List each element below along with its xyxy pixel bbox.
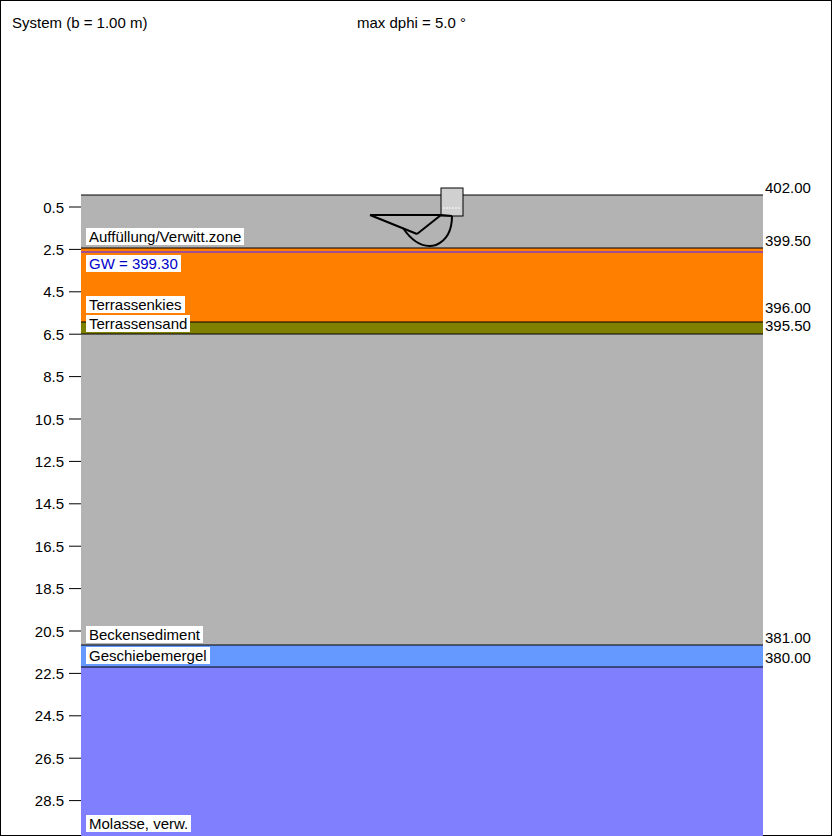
depth-label: 24.5 (35, 707, 64, 724)
depth-label: 2.5 (43, 241, 64, 258)
header-text: max dphi = 5.0 ° (357, 14, 466, 31)
depth-label: 0.5 (43, 199, 64, 216)
depth-label: 8.5 (43, 368, 64, 385)
layer-name: Geschiebemergel (86, 647, 210, 664)
depth-label: 18.5 (35, 580, 64, 597)
foundation (441, 188, 463, 216)
foundation-base (443, 208, 461, 209)
depth-label: 6.5 (43, 326, 64, 343)
layer-boundaries (81, 195, 763, 667)
elevation-label: 396.00 (765, 299, 811, 316)
layer-fill (81, 195, 763, 248)
depth-label: 26.5 (35, 750, 64, 767)
layer-fill (81, 248, 763, 322)
layer-name: Terrassenkies (86, 296, 185, 313)
depth-label: 22.5 (35, 665, 64, 682)
depth-label: 12.5 (35, 453, 64, 470)
layer-fill (81, 334, 763, 645)
layer-name: Beckensediment (86, 626, 203, 643)
depth-label: 10.5 (35, 411, 64, 428)
elevation-label: 395.50 (765, 317, 811, 334)
depth-label: 28.5 (35, 792, 64, 809)
layer-name: Auffüllung/Verwitt.zone (86, 228, 244, 245)
layer-name: GW = 399.30 (86, 255, 181, 272)
depth-label: 16.5 (35, 538, 64, 555)
layer-name: Terrassensand (86, 315, 190, 332)
elevation-label: 399.50 (765, 232, 811, 249)
elevation-label: 381.00 (765, 629, 811, 646)
depth-ticks (69, 207, 81, 801)
elevation-label: 380.00 (765, 649, 811, 666)
failure-mechanism (370, 215, 452, 246)
axis (81, 195, 82, 836)
depth-label: 20.5 (35, 623, 64, 640)
depth-label: 14.5 (35, 495, 64, 512)
layer-fill (81, 645, 763, 667)
header-text: System (b = 1.00 m) (12, 14, 147, 31)
layer-fill (81, 667, 763, 836)
depth-label: 4.5 (43, 283, 64, 300)
groundwater-line (81, 251, 763, 253)
elevation-label: 402.00 (765, 179, 811, 196)
layer-name: Molasse, verw. (86, 815, 191, 832)
